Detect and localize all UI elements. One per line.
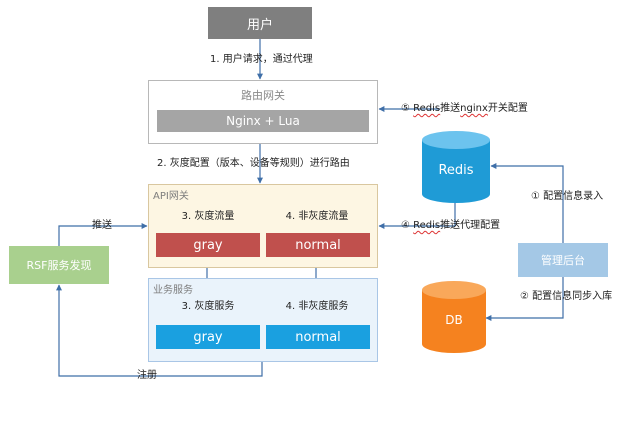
gray-flow-bar: gray	[156, 233, 260, 257]
api-gateway-title: API网关	[153, 191, 189, 202]
step4-redis: Redis	[413, 220, 441, 231]
config-entry-label: ① 配置信息录入	[531, 191, 604, 202]
rsf-label: RSF服务发现	[26, 259, 92, 272]
nginx-lua-bar: Nginx + Lua	[157, 110, 369, 132]
step5-label: ⑤ Redis推送nginx开关配置	[401, 103, 528, 115]
rsf-service-discovery: RSF服务发现	[9, 246, 109, 284]
redis-label: Redis	[438, 163, 474, 178]
push-label: 推送	[92, 220, 112, 231]
redis-cylinder	[422, 131, 490, 203]
api-gateway: API网关 3. 灰度流量 4. 非灰度流量 gray normal	[148, 184, 378, 268]
register-label: 注册	[137, 370, 157, 381]
admin-label: 管理后台	[541, 254, 585, 267]
arrow-register	[56, 284, 263, 377]
normal-service-bar: normal	[266, 325, 370, 349]
gray-flow-label: 3. 灰度流量	[181, 211, 235, 222]
step2-label: 2. 灰度配置（版本、设备等规则）进行路由	[157, 158, 350, 169]
step5-nginx: nginx	[460, 103, 488, 114]
db-cylinder	[422, 281, 486, 353]
arrow-admin-to-redis	[490, 163, 564, 243]
step5-redis: Redis	[413, 103, 441, 114]
arrow-push	[58, 223, 148, 246]
db-label: DB	[445, 313, 463, 327]
arrow-admin-to-db	[485, 277, 564, 321]
normal-flow-label: 4. 非灰度流量	[285, 211, 349, 222]
normal-flow-bar: normal	[266, 233, 370, 257]
step5-suffix: 开关配置	[487, 103, 528, 114]
business-service: 业务服务 3. 灰度服务 4. 非灰度服务 gray normal	[148, 278, 378, 362]
router-gateway: 路由网关 Nginx + Lua	[148, 80, 378, 144]
step4-label: ④ Redis推送代理配置	[401, 220, 500, 232]
step5-prefix: ⑤	[401, 103, 414, 114]
step4-suffix: 推送代理配置	[440, 220, 501, 231]
business-service-title: 业务服务	[153, 285, 193, 296]
gray-service-label: 3. 灰度服务	[181, 301, 235, 312]
step4-prefix: ④	[401, 220, 414, 231]
config-sync-label: ② 配置信息同步入库	[520, 291, 613, 302]
gray-service-bar: gray	[156, 325, 260, 349]
user-node: 用户	[208, 7, 312, 39]
step5-mid: 推送	[440, 103, 461, 114]
router-gateway-title: 路由网关	[241, 89, 285, 102]
normal-service-label: 4. 非灰度服务	[285, 301, 349, 312]
user-label: 用户	[246, 17, 273, 33]
step1-label: 1. 用户请求，通过代理	[210, 54, 313, 65]
admin-console: 管理后台	[518, 243, 608, 277]
